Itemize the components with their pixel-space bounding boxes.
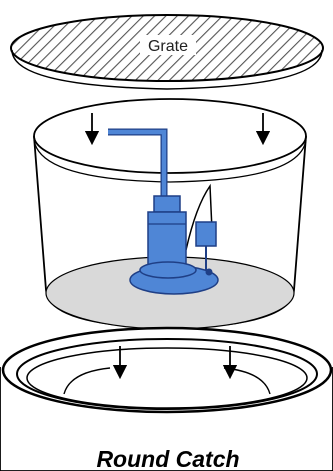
- caption: Round Catch: [96, 446, 239, 471]
- pump-motor: [148, 212, 186, 268]
- float-switch: [196, 222, 216, 246]
- catch-rim-outer: [3, 328, 331, 412]
- round-catch: Round Catch: [0, 328, 333, 471]
- grate-label: Grate: [148, 38, 188, 55]
- pump-base-top: [140, 262, 196, 278]
- pump-cap: [154, 196, 180, 212]
- grate: Grate: [11, 15, 323, 89]
- pump-base-bolt: [206, 269, 213, 276]
